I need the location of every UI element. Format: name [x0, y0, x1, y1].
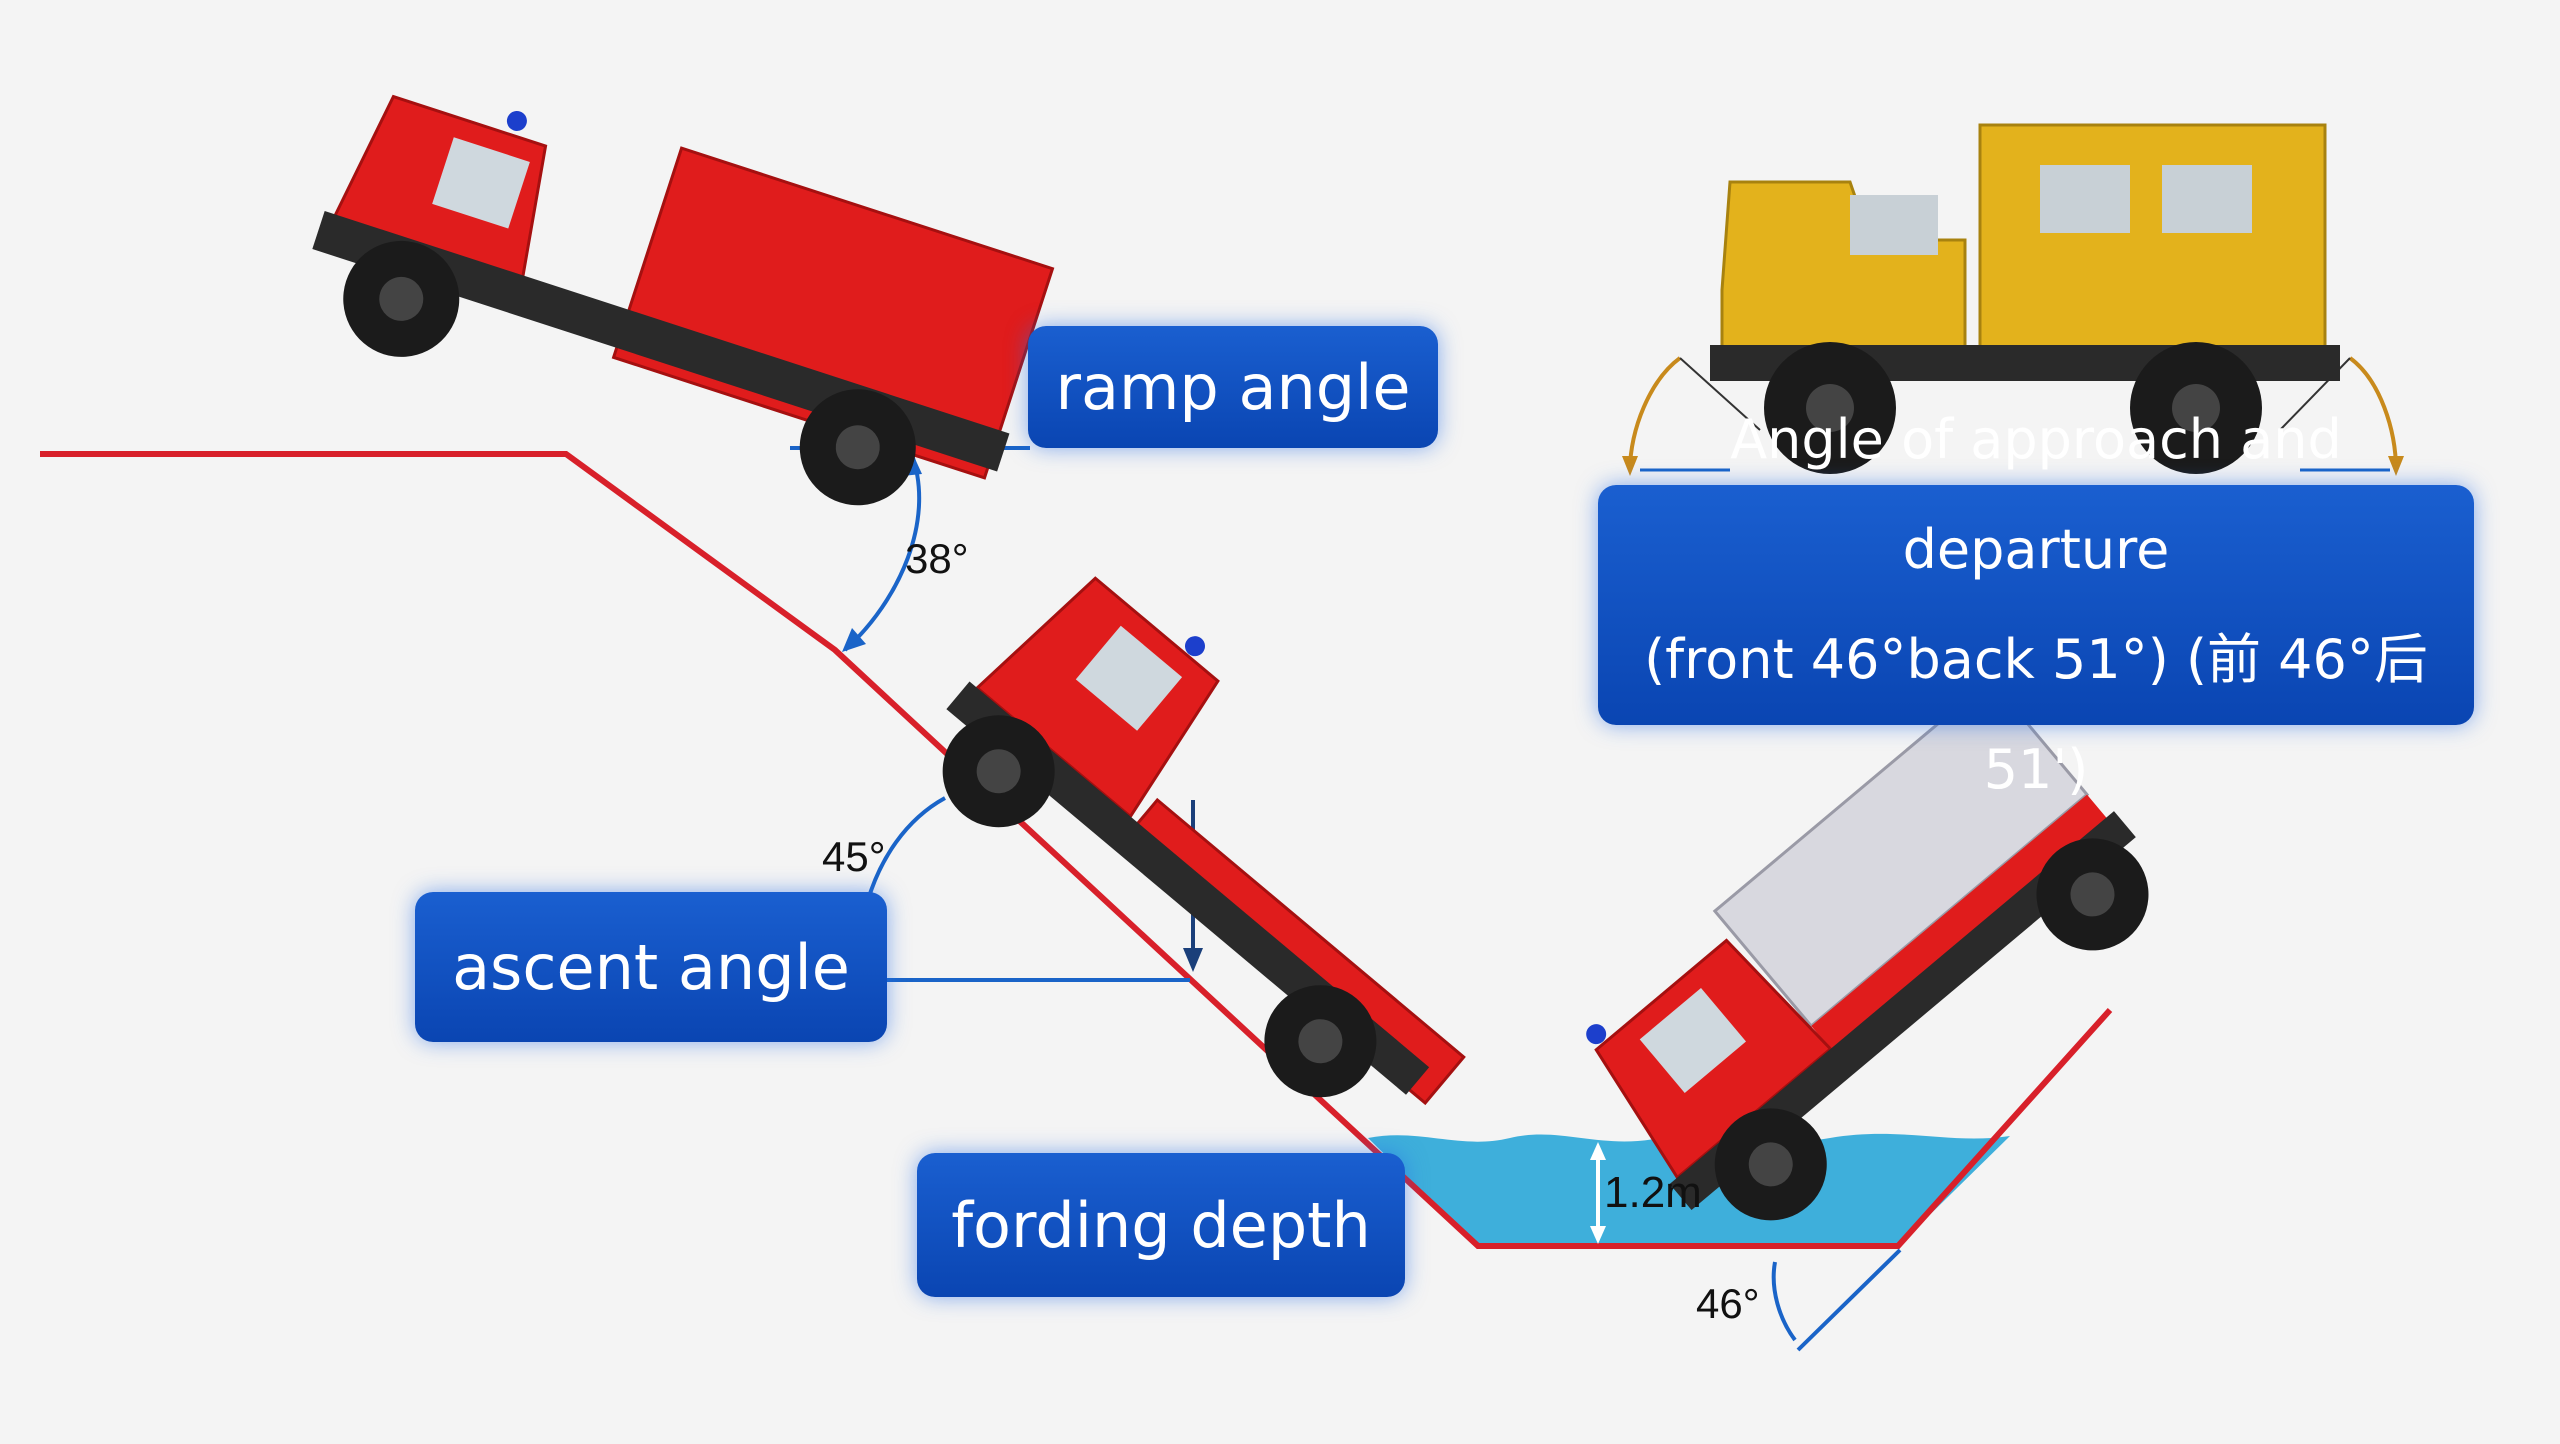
ascent-angle-value: 45°	[822, 833, 886, 880]
red-canvas-truck	[1586, 677, 2149, 1221]
ascent-angle-label: ascent angle	[415, 892, 887, 1042]
exit-angle-arc	[1771, 1261, 1797, 1342]
exit-reference-line	[1796, 1248, 1902, 1352]
yellow-camper-truck	[1710, 123, 2340, 474]
red-box-truck	[312, 94, 1055, 506]
approach-arrow	[1622, 456, 1638, 476]
terrain-line	[40, 451, 2113, 1249]
fording-depth-value: 1.2m	[1604, 1168, 1702, 1217]
fording-depth-label-text: fording depth	[951, 1188, 1371, 1262]
approach-departure-line2: (front 46°back 51°) (前 46°后 51')	[1644, 628, 2428, 801]
ramp-angle-arc	[843, 454, 922, 652]
red-flatbed-truck	[942, 576, 1466, 1106]
ramp-angle-label-text: ramp angle	[1055, 350, 1411, 424]
ramp-arrow-bottom	[842, 628, 866, 652]
ascent-angle-label-text: ascent angle	[452, 930, 850, 1004]
approach-departure-line1: Angle of approach and departure	[1730, 408, 2342, 581]
ascent-angle-arc	[866, 796, 946, 901]
approach-departure-label: Angle of approach and departure (front 4…	[1598, 408, 2474, 801]
depth-arrow-top	[1590, 1142, 1606, 1160]
exit-angle-value: 46°	[1696, 1280, 1760, 1327]
departure-arrow	[2388, 456, 2404, 476]
depth-arrow-bottom	[1590, 1226, 1606, 1244]
ramp-angle-value: 38°	[905, 535, 969, 582]
ramp-angle-label: ramp angle	[1028, 326, 1438, 448]
approach-line	[1679, 357, 1761, 431]
fording-depth-label: fording depth	[917, 1153, 1405, 1297]
ascent-arrow	[1183, 948, 1203, 972]
